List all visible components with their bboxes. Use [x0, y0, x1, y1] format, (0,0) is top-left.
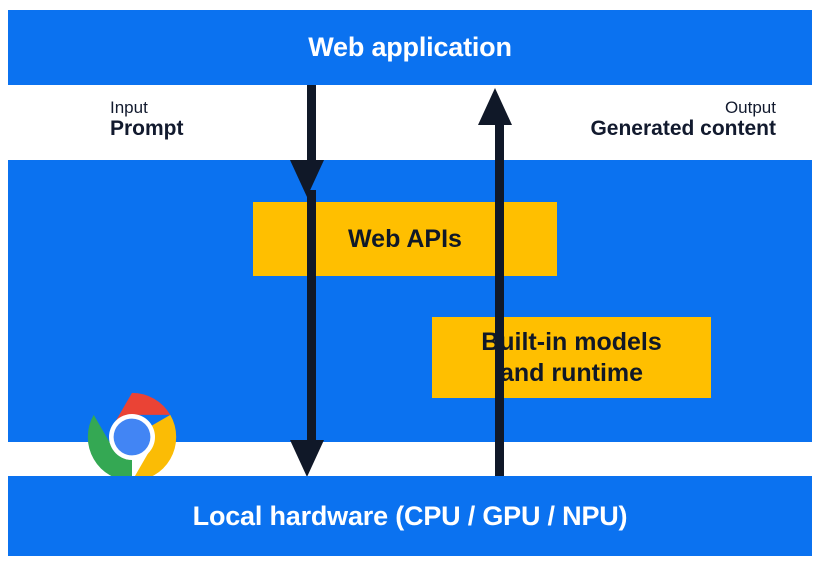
- arrow-input-shaft-upper: [307, 85, 316, 163]
- box-web-apis: Web APIs: [253, 202, 557, 276]
- chrome-logo-icon: [87, 392, 177, 482]
- flow-label-input: Input Prompt: [110, 98, 184, 141]
- flow-input-headline: Prompt: [110, 117, 184, 141]
- band-local-hardware: Local hardware (CPU / GPU / NPU): [8, 476, 812, 556]
- box-builtin-models-label: Built-in models and runtime: [481, 327, 662, 388]
- flow-output-kicker: Output: [724, 98, 776, 117]
- box-builtin-models: Built-in models and runtime: [432, 317, 711, 398]
- band-web-application: Web application: [8, 10, 812, 85]
- arrow-input-head-lower: [290, 440, 324, 477]
- flow-input-kicker: Input: [110, 98, 148, 117]
- box-builtin-models-line1: Built-in models: [481, 328, 662, 356]
- arrow-input-shaft-lower: [307, 190, 316, 445]
- band-web-application-label: Web application: [308, 32, 512, 62]
- box-web-apis-label: Web APIs: [348, 224, 462, 253]
- arrow-output-head: [478, 88, 512, 125]
- band-local-hardware-label: Local hardware (CPU / GPU / NPU): [192, 500, 628, 531]
- box-builtin-models-line2: and runtime: [499, 358, 644, 387]
- arrow-output-shaft: [495, 120, 504, 476]
- flow-output-headline: Generated content: [590, 117, 776, 141]
- flow-label-output: Output Generated content: [590, 98, 776, 141]
